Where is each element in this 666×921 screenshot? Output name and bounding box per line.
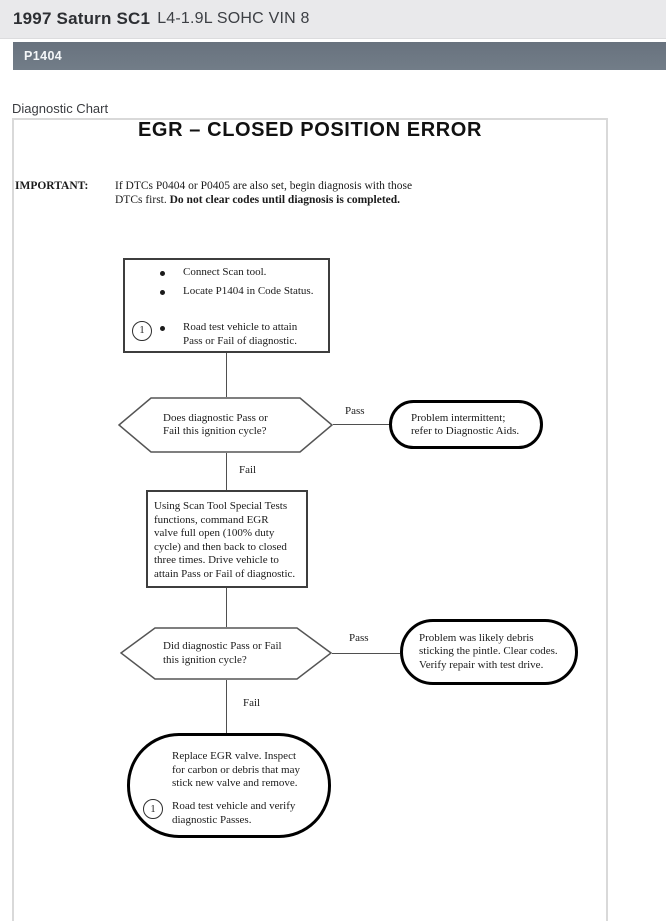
hexagon-shape: [120, 627, 332, 680]
vehicle-header: 1997 Saturn SC1 L4-1.9L SOHC VIN 8: [0, 0, 666, 39]
final-action-note: Road test vehicle and verify diagnostic …: [172, 800, 296, 826]
connector-line: [226, 680, 227, 733]
step1-bullet3: Road test vehicle to attain Pass or Fail…: [183, 321, 298, 347]
section-label: Diagnostic Chart: [12, 101, 109, 116]
vehicle-title: 1997 Saturn SC1: [13, 9, 151, 28]
bullet-icon: [160, 271, 165, 276]
important-line1: If DTCs P0404 or P0405 are also set, beg…: [115, 180, 413, 192]
result1-oval: Problem intermittent; refer to Diagnosti…: [389, 400, 543, 449]
chart-title: EGR – CLOSED POSITION ERROR: [137, 119, 483, 141]
connector-line: [332, 653, 400, 654]
important-note: If DTCs P0404 or P0405 are also set, beg…: [115, 180, 445, 207]
pass-label: Pass: [349, 632, 369, 644]
connector-line: [226, 453, 227, 490]
connector-line: [226, 353, 227, 397]
connector-line: [226, 588, 227, 627]
hexagon-shape: [118, 397, 333, 453]
final-action-oval: Replace EGR valve. Inspect for carbon or…: [127, 733, 331, 838]
decision1-text: Does diagnostic Pass or Fail this igniti…: [163, 411, 268, 438]
important-line2: DTCs first. Do not clear codes until dia…: [115, 193, 401, 206]
step2-box: Using Scan Tool Special Tests functions,…: [146, 490, 308, 588]
step1-bullet2: Locate P1404 in Code Status.: [183, 285, 314, 297]
vehicle-engine: L4-1.9L SOHC VIN 8: [157, 10, 310, 27]
step1-box: Connect Scan tool. Locate P1404 in Code …: [123, 258, 330, 353]
decision2-hexagon: Did diagnostic Pass or Fail this ignitio…: [120, 627, 332, 680]
bullet-icon: [160, 326, 165, 331]
footnote-1-badge: 1: [132, 321, 152, 341]
final-action-text: Replace EGR valve. Inspect for carbon or…: [172, 750, 300, 789]
dtc-code-label: P1404: [24, 49, 63, 63]
bullet-icon: [160, 290, 165, 295]
dtc-section-bar[interactable]: P1404: [13, 42, 666, 70]
footnote-1-badge: 1: [143, 799, 163, 819]
fail-label: Fail: [243, 697, 261, 709]
important-label: IMPORTANT:: [15, 180, 89, 192]
result2-oval: Problem was likely debris sticking the p…: [400, 619, 578, 685]
step1-bullet1: Connect Scan tool.: [183, 266, 267, 278]
connector-line: [333, 424, 390, 425]
decision2-text: Did diagnostic Pass or Fail this ignitio…: [163, 640, 282, 666]
fail-label: Fail: [239, 464, 257, 476]
decision1-hexagon: Does diagnostic Pass or Fail this igniti…: [118, 397, 333, 453]
pass-label: Pass: [345, 405, 365, 417]
